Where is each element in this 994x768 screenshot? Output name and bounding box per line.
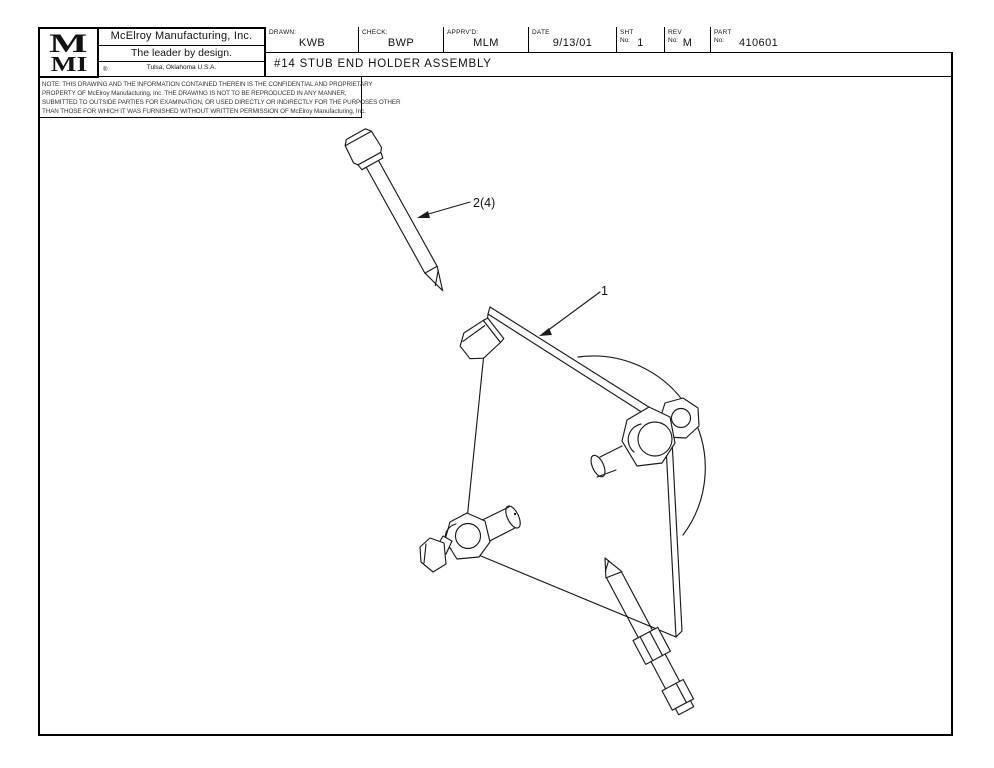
logo-letter-m: M [49, 28, 88, 58]
boss-bore [637, 421, 673, 457]
callout-item2-label: 2(4) [473, 196, 495, 210]
lower-left-pin-assembly [419, 505, 521, 573]
company-name: McElroy Manufacturing, Inc. [99, 27, 264, 46]
pin-stub [590, 445, 623, 478]
date-value: 9/13/01 [552, 37, 593, 49]
part-number-value: 410601 [739, 37, 779, 49]
check-value: BWP [387, 37, 415, 49]
field-sheet-number: SHT No: 1 [616, 27, 664, 53]
bottom-right-bolt [604, 557, 695, 716]
callout-item1-label: 1 [601, 284, 608, 298]
company-block: McElroy Manufacturing, Inc. The leader b… [99, 27, 265, 77]
right-pin-assembly [590, 397, 700, 478]
field-check: CHECK: BWP [358, 27, 443, 53]
proprietary-note: NOTE: THIS DRAWING AND THE INFORMATION C… [38, 77, 401, 118]
logo-letters-mi: MI [50, 51, 87, 76]
hex-nut [444, 512, 491, 560]
drawing-title: #14 STUB END HOLDER ASSEMBLY [265, 53, 953, 77]
bolt-head [419, 535, 453, 573]
company-location: ® Tulsa, Oklahoma U.S.A. [99, 62, 264, 75]
drawn-value: KWB [298, 37, 326, 49]
sheet-number-value: 1 [637, 37, 644, 49]
apprvd-value: MLM [473, 37, 499, 49]
hex-nut [632, 626, 671, 665]
field-date: DATE 9/13/01 [528, 27, 616, 53]
field-drawn: DRAWN: KWB [265, 27, 358, 53]
hex-boss [621, 406, 676, 467]
field-part-number: PART No: 410601 [710, 27, 953, 53]
mcelroy-logo: M MI [38, 27, 99, 78]
company-tagline: The leader by design. [99, 46, 264, 62]
field-apprvd: APPRV'D: MLM [443, 27, 528, 53]
registered-mark: ® [103, 67, 108, 73]
callout-leaders [417, 201, 601, 336]
holder-plate [463, 306, 683, 638]
corner-bolt-head [459, 317, 505, 360]
field-rev-number: REV No: M [664, 27, 710, 53]
loose-bolt-item2 [344, 128, 444, 292]
rev-number-value: M [682, 37, 693, 49]
